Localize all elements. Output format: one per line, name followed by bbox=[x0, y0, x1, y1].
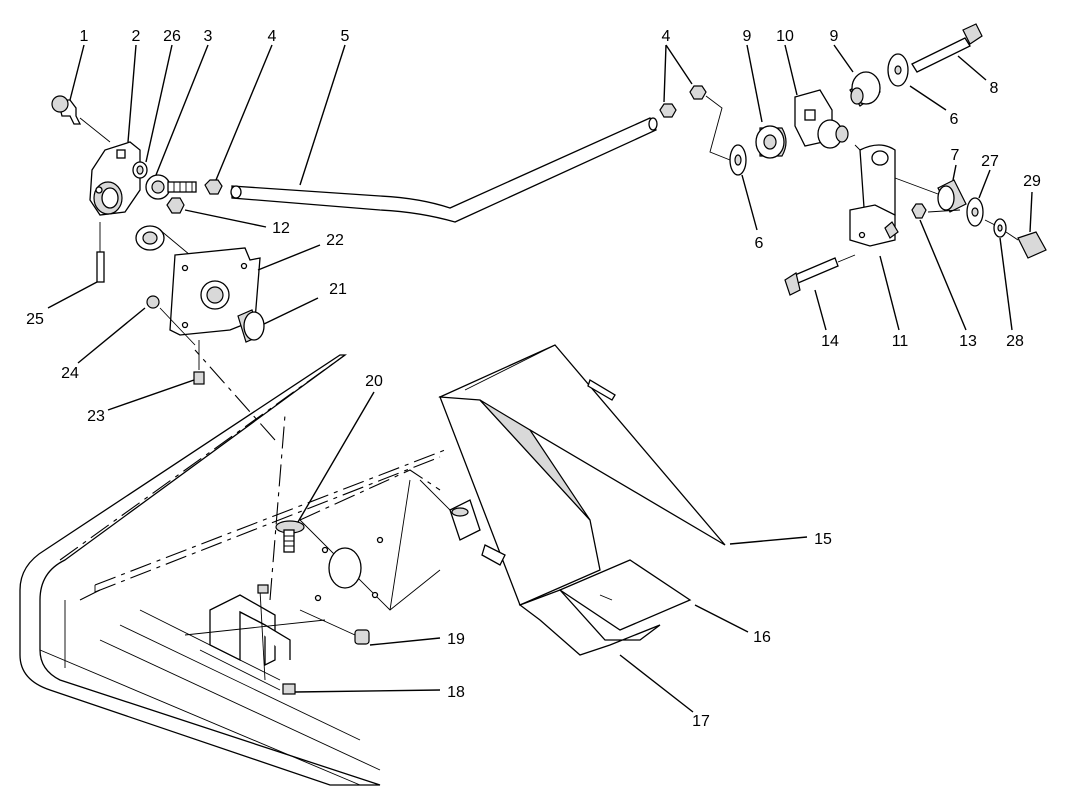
pivot-block-10 bbox=[794, 89, 849, 149]
callout-2: 2 bbox=[132, 28, 141, 45]
washer-28 bbox=[993, 218, 1007, 238]
callout-19: 19 bbox=[447, 631, 465, 648]
bushing-7 bbox=[937, 179, 967, 213]
callout-4: 4 bbox=[268, 28, 277, 45]
mounting-plate bbox=[299, 469, 441, 611]
callout-4: 4 bbox=[662, 28, 671, 45]
arm-11 bbox=[849, 144, 899, 247]
washer-6-lower bbox=[729, 144, 747, 176]
screw-20 bbox=[275, 520, 305, 553]
callout-10: 10 bbox=[776, 28, 794, 45]
callout-labels: 1 2 26 3 4 5 4 9 10 9 8 6 6 7 27 29 12 2… bbox=[26, 28, 1041, 730]
callout-13: 13 bbox=[959, 333, 977, 350]
bolt-19 bbox=[299, 609, 370, 645]
callout-7: 7 bbox=[951, 147, 960, 164]
callout-1: 1 bbox=[80, 28, 89, 45]
callout-28: 28 bbox=[1006, 333, 1024, 350]
washer-27 bbox=[966, 197, 984, 227]
nut-24 bbox=[146, 295, 196, 346]
callout-22: 22 bbox=[326, 232, 344, 249]
callout-8: 8 bbox=[990, 80, 999, 97]
control-rod-5 bbox=[230, 117, 658, 223]
callout-17: 17 bbox=[692, 713, 710, 730]
frame-outline bbox=[19, 349, 446, 786]
callout-26: 26 bbox=[163, 28, 181, 45]
fitting-23 bbox=[193, 340, 205, 385]
bolt-29 bbox=[1017, 231, 1047, 259]
callout-25: 25 bbox=[26, 311, 44, 328]
callout-20: 20 bbox=[365, 373, 383, 390]
leader-lines bbox=[47, 44, 1033, 713]
callout-14: 14 bbox=[821, 333, 839, 350]
washer-6-upper bbox=[887, 53, 909, 87]
callout-5: 5 bbox=[341, 28, 350, 45]
callout-9: 9 bbox=[743, 28, 752, 45]
callout-27: 27 bbox=[981, 153, 999, 170]
spacer-9-lower bbox=[755, 125, 787, 159]
pedal-assembly bbox=[419, 344, 726, 656]
nut-13 bbox=[911, 203, 927, 219]
rod-end-3 bbox=[145, 174, 197, 200]
callout-6: 6 bbox=[755, 235, 764, 252]
callout-12: 12 bbox=[272, 220, 290, 237]
nut-4-right bbox=[659, 85, 731, 161]
callout-15: 15 bbox=[814, 531, 832, 548]
nut-4-left bbox=[204, 179, 223, 195]
callout-21: 21 bbox=[329, 281, 347, 298]
assembly-lines-right bbox=[854, 144, 1019, 241]
callout-3: 3 bbox=[204, 28, 213, 45]
bolt-14 bbox=[784, 254, 856, 296]
washer-21 bbox=[237, 309, 265, 343]
callout-29: 29 bbox=[1023, 173, 1041, 190]
callout-24: 24 bbox=[61, 365, 79, 382]
bracket-18 bbox=[184, 584, 326, 695]
pivot-bracket-2 bbox=[51, 95, 148, 216]
mounting-bracket-22 bbox=[169, 247, 261, 336]
bolt-8 bbox=[911, 23, 983, 73]
spacer-9-upper bbox=[849, 71, 881, 107]
callout-16: 16 bbox=[753, 629, 771, 646]
bushing-upper bbox=[135, 225, 191, 256]
callout-23: 23 bbox=[87, 408, 105, 425]
callout-9: 9 bbox=[830, 28, 839, 45]
pin-25 bbox=[96, 222, 105, 283]
callout-18: 18 bbox=[447, 684, 465, 701]
callout-6: 6 bbox=[950, 111, 959, 128]
callout-11: 11 bbox=[892, 333, 909, 350]
nut-12 bbox=[166, 197, 185, 214]
